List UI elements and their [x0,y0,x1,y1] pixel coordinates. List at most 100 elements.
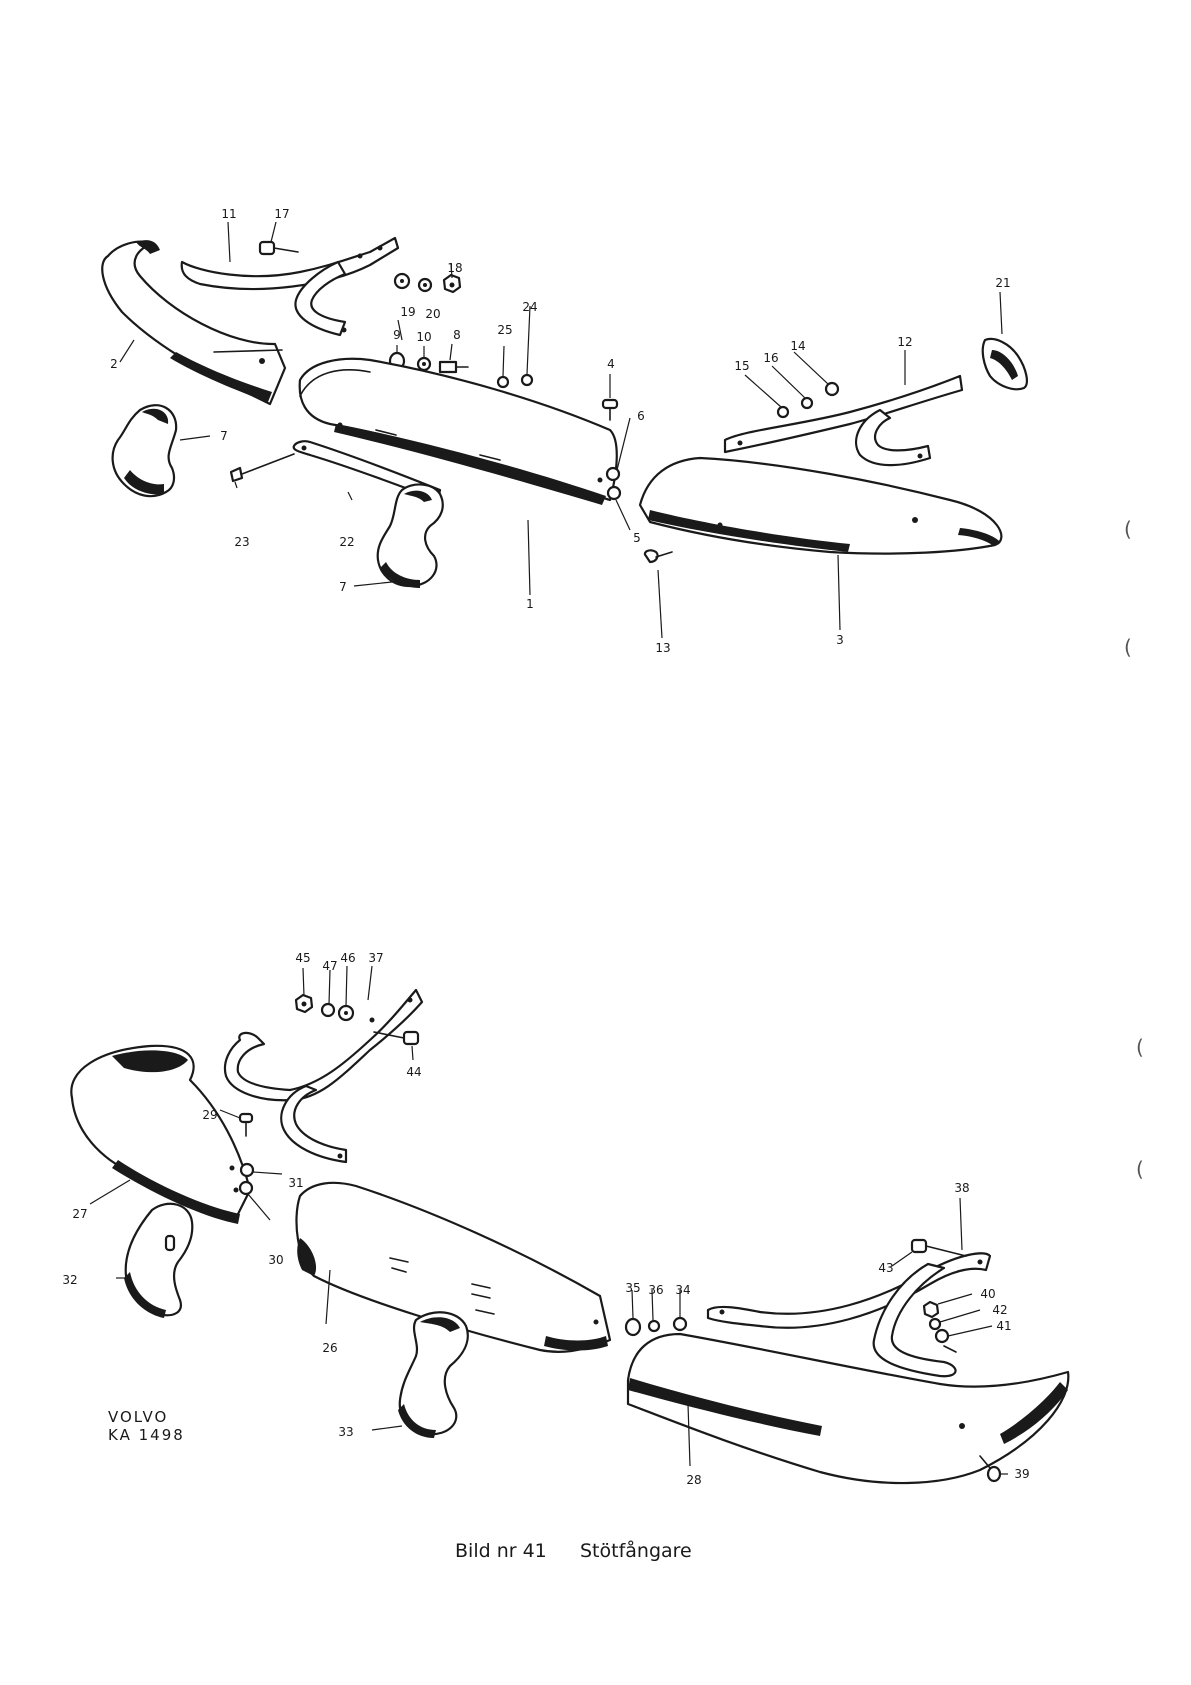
part-12-right-bracket [723,374,964,467]
callout-13: 13 [655,641,670,655]
callout-43: 43 [878,1261,893,1275]
part-16-washer [800,396,814,410]
part-2-left-corner-bumper [101,240,287,406]
part-43-bolt [910,1238,967,1257]
part-31-washer [239,1162,255,1178]
part-27-left-corner-bumper [70,1044,252,1224]
callout-labels: 1 2 3 4 5 6 7 7 8 9 10 11 12 13 14 15 16… [62,207,1029,1487]
part-44-bolt [373,1030,420,1046]
part-1-center-bumper [298,357,618,505]
callout-17: 17 [274,207,289,221]
callout-22: 22 [339,535,354,549]
callout-8: 8 [453,328,461,342]
part-40-nut [922,1300,940,1319]
callout-7a: 7 [220,429,228,443]
margin-marks: ( ( ( ( [1124,517,1144,1181]
part-19-washer [393,272,411,290]
lower-assembly [70,965,1070,1485]
part-33-guard [398,1311,469,1438]
part-30-washer [238,1180,254,1196]
callout-11: 11 [221,207,236,221]
part-17-bolt [258,240,299,256]
callout-34: 34 [675,1283,690,1297]
callout-44: 44 [406,1065,421,1079]
part-42-washer [928,1317,942,1331]
volvo-stamp-make: VOLVO [108,1408,169,1426]
callout-25: 25 [497,323,512,337]
part-7-guard-center [376,483,444,588]
part-37-left-bracket [223,988,424,1164]
callout-7b: 7 [339,580,347,594]
callout-40: 40 [980,1287,995,1301]
callout-12: 12 [897,335,912,349]
part-8-bolt [438,360,469,374]
part-32-guard [124,1202,194,1318]
callout-20: 20 [425,307,440,321]
part-20-washer [417,277,433,293]
callout-19: 19 [400,305,415,319]
part-4-bolt [601,398,619,421]
callout-14: 14 [790,339,805,353]
callout-1: 1 [526,597,534,611]
margin-mark: ( [1136,1157,1144,1181]
part-3-right-corner-bumper [638,456,1003,555]
part-6-washer [605,466,621,482]
part-14-nut [824,381,840,397]
part-18-nut [442,273,462,294]
callout-3: 3 [836,633,844,647]
callout-18: 18 [447,261,462,275]
upper-leader-lines [119,221,1003,639]
upper-assembly [101,221,1028,639]
callout-29: 29 [202,1108,217,1122]
part-21-plug [981,337,1028,391]
volvo-stamp-code: KA 1498 [108,1426,185,1444]
callout-46: 46 [340,951,355,965]
part-45-nut [294,993,314,1014]
callout-30: 30 [268,1253,283,1267]
callout-9: 9 [393,328,401,342]
figure-label: Bild nr 41 [455,1540,547,1562]
callout-2: 2 [110,357,118,371]
callout-39: 39 [1014,1467,1029,1481]
part-11-left-bracket [180,236,400,337]
callout-32: 32 [62,1273,77,1287]
callout-15: 15 [734,359,749,373]
callout-42: 42 [992,1303,1007,1317]
part-29-bolt [238,1112,254,1137]
callout-47: 47 [322,959,337,973]
part-25-washer [496,375,510,389]
callout-45: 45 [295,951,310,965]
part-28-right-corner-bumper [626,1332,1070,1485]
part-38-right-bracket [706,1252,992,1378]
callout-37: 37 [368,951,383,965]
callout-38: 38 [954,1181,969,1195]
margin-mark: ( [1124,635,1132,659]
callout-31: 31 [288,1176,303,1190]
figure-title: Stötfångare [580,1540,692,1562]
callout-6: 6 [637,409,645,423]
part-23-bolt [229,453,295,483]
part-41-washer [934,1328,950,1344]
part-13-bolt [643,549,673,564]
callout-33: 33 [338,1425,353,1439]
callout-24: 24 [522,300,537,314]
lower-leader-lines [89,965,1008,1475]
callout-28: 28 [686,1473,701,1487]
part-7-guard-left [111,404,178,498]
callout-21: 21 [995,276,1010,290]
part-24-washer [520,373,534,387]
callout-26: 26 [322,1341,337,1355]
callout-10: 10 [416,330,431,344]
margin-mark: ( [1124,517,1132,541]
callout-4: 4 [607,357,615,371]
margin-mark: ( [1136,1035,1144,1059]
part-5-nut [606,485,622,501]
callout-41: 41 [996,1319,1011,1333]
part-47-washer [320,1002,336,1018]
callout-23: 23 [234,535,249,549]
callout-16: 16 [763,351,778,365]
callout-27: 27 [72,1207,87,1221]
part-34-nut [672,1316,688,1332]
part-15-washer [776,405,790,419]
